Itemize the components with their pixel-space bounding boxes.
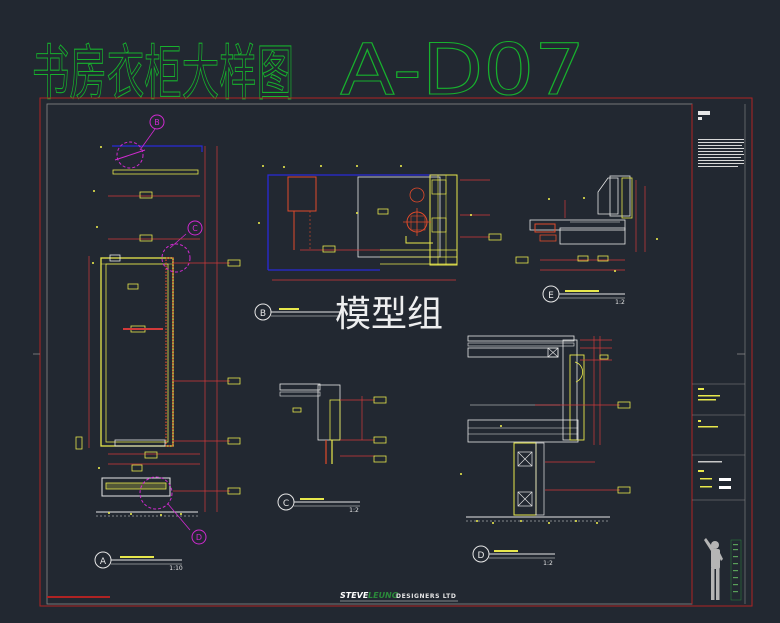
view-d-id: D	[478, 551, 485, 561]
title-block	[692, 111, 745, 601]
sheet-outer-border	[39, 97, 753, 607]
view-a-id: A	[100, 557, 107, 567]
view-c-detail: C 1:2	[277, 383, 387, 514]
view-a-elevation	[75, 114, 241, 545]
drawing-code: A-D07	[340, 29, 585, 111]
view-a-scale: 1:10	[169, 565, 183, 572]
section-marker-c: C	[192, 224, 198, 233]
sheet-inner-border	[46, 103, 693, 605]
view-e-id: E	[548, 291, 554, 301]
view-c-scale: 1:2	[349, 507, 359, 514]
view-b-id: B	[260, 309, 266, 319]
brand-designers: DESIGNERS LTD	[396, 593, 456, 600]
brand-steve: STEVE	[340, 591, 369, 600]
section-marker-b: B	[154, 118, 160, 127]
section-marker-d: D	[196, 533, 202, 542]
watermark-text: 模型组	[335, 294, 443, 335]
view-e-detail: E 1:2	[515, 175, 658, 306]
view-d-section: D 1:2	[460, 335, 631, 567]
view-d-scale: 1:2	[543, 560, 553, 567]
footer-brand: STEVE LEUNG DESIGNERS LTD	[340, 591, 458, 602]
brand-leung: LEUNG	[368, 591, 399, 600]
view-a-label: A 1:10	[94, 551, 183, 572]
view-c-id: C	[283, 499, 289, 509]
modulor-figure-logo	[704, 538, 723, 600]
view-b-plan: B	[254, 165, 502, 321]
view-e-scale: 1:2	[615, 299, 625, 306]
